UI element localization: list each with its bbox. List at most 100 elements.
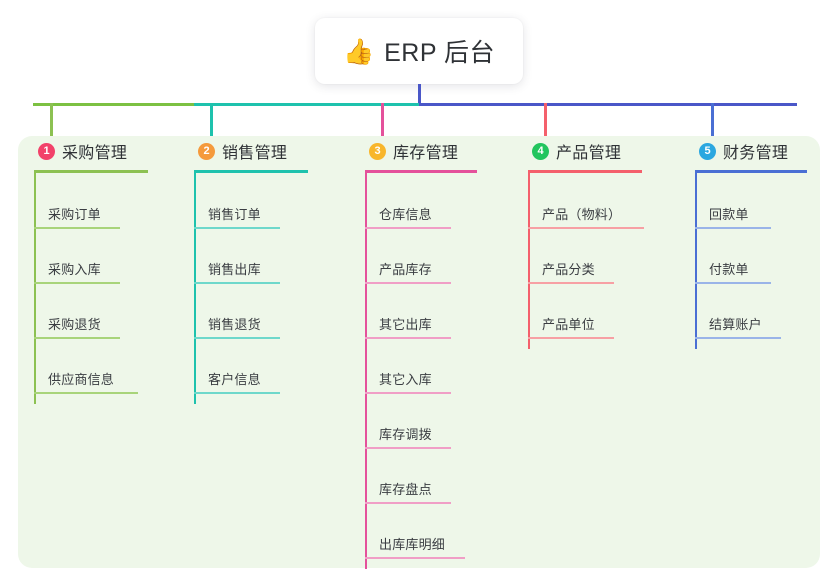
branch-column-1: 1 采购管理采购订单采购入库采购退货供应商信息	[34, 136, 148, 404]
branch-header-rule	[695, 170, 807, 173]
branch-title: 销售管理	[222, 145, 288, 162]
leaf-node[interactable]: 采购订单	[34, 201, 120, 229]
leaf-node[interactable]: 回款单	[695, 201, 771, 229]
leaf-node-rule	[365, 227, 451, 229]
leaf-node[interactable]: 库存调拨	[365, 421, 451, 449]
leaf-node-label: 产品分类	[542, 262, 595, 277]
leaf-node-label: 采购退货	[48, 317, 101, 332]
branch-header-rule	[194, 170, 308, 173]
branch-number-badge: 2	[198, 142, 215, 160]
connector-drop-3	[381, 103, 384, 138]
branch-title: 采购管理	[62, 145, 128, 162]
branch-spine	[34, 170, 36, 404]
leaf-node[interactable]: 客户信息	[194, 366, 280, 394]
leaf-node-rule	[194, 227, 280, 229]
branch-header-rule	[365, 170, 477, 173]
branch-column-4: 4 产品管理产品（物料） 产品分类产品单位	[528, 136, 644, 349]
leaf-node[interactable]: 产品分类	[528, 256, 614, 284]
leaf-node[interactable]: 出库库明细	[365, 531, 465, 559]
connector-drop-4	[544, 103, 547, 138]
branch-spine	[365, 170, 367, 569]
leaf-node-label: 采购订单	[48, 207, 101, 222]
leaf-node[interactable]: 其它入库	[365, 366, 451, 394]
leaf-node[interactable]: 采购退货	[34, 311, 120, 339]
branch-column-2: 2 销售管理销售订单销售出库销售退货客户信息	[194, 136, 308, 404]
branch-title: 产品管理	[556, 145, 622, 162]
leaf-node-rule	[695, 282, 771, 284]
leaf-node-rule	[365, 282, 451, 284]
branch-number-badge: 5	[699, 142, 716, 160]
leaf-node[interactable]: 销售出库	[194, 256, 280, 284]
leaf-node-rule	[34, 227, 120, 229]
leaf-node-rule	[695, 337, 781, 339]
leaf-node-label: 产品（物料）	[542, 207, 622, 222]
branch-number-badge: 4	[532, 142, 549, 160]
leaf-node-rule	[695, 227, 771, 229]
leaf-node-rule	[34, 282, 120, 284]
connector-drop-2	[210, 103, 213, 138]
leaf-node[interactable]: 付款单	[695, 256, 771, 284]
leaf-node-rule	[528, 282, 614, 284]
leaf-node-label: 产品库存	[379, 262, 432, 277]
branch-header-4[interactable]: 4 产品管理	[528, 136, 621, 166]
leaf-node-rule	[365, 392, 451, 394]
root-stem-connector	[418, 84, 421, 105]
leaf-node[interactable]: 采购入库	[34, 256, 120, 284]
leaf-node-rule	[365, 337, 451, 339]
leaf-node-label: 库存调拨	[379, 427, 432, 442]
leaf-node-rule	[194, 392, 280, 394]
leaf-node[interactable]: 销售退货	[194, 311, 280, 339]
root-node-title: ERP 后台	[384, 39, 496, 67]
thumbs-up-icon: 👍	[342, 37, 375, 66]
leaf-node-label: 付款单	[709, 262, 749, 277]
leaf-node[interactable]: 结算账户	[695, 311, 781, 339]
branch-header-rule	[528, 170, 642, 173]
branch-header-2[interactable]: 2 销售管理	[194, 136, 287, 166]
leaf-node[interactable]: 库存盘点	[365, 476, 451, 504]
leaf-node-label: 仓库信息	[379, 207, 432, 222]
branch-title: 库存管理	[393, 145, 459, 162]
leaf-node-label: 销售出库	[208, 262, 261, 277]
branch-header-1[interactable]: 1 采购管理	[34, 136, 127, 166]
branches-panel: 1 采购管理采购订单采购入库采购退货供应商信息 2 销售管理销售订单销售出库销售退货客…	[18, 136, 820, 569]
leaf-node-label: 结算账户	[709, 317, 762, 332]
leaf-node-rule	[365, 557, 465, 559]
leaf-node-rule	[194, 282, 280, 284]
leaf-node-rule	[34, 337, 120, 339]
root-node[interactable]: 👍 ERP 后台	[315, 18, 523, 84]
leaf-node-label: 其它入库	[379, 372, 432, 387]
connector-green-segment	[33, 103, 194, 106]
leaf-node-label: 客户信息	[208, 372, 261, 387]
connector-blue-segment	[419, 103, 797, 106]
leaf-node[interactable]: 产品单位	[528, 311, 614, 339]
branch-spine	[695, 170, 697, 349]
leaf-node-rule	[365, 502, 451, 504]
leaf-node-label: 销售退货	[208, 317, 261, 332]
connector-drop-1	[50, 103, 53, 138]
leaf-node[interactable]: 供应商信息	[34, 366, 138, 394]
leaf-node-rule	[34, 392, 138, 394]
leaf-node-label: 出库库明细	[379, 537, 446, 552]
leaf-node[interactable]: 仓库信息	[365, 201, 451, 229]
leaf-node-label: 其它出库	[379, 317, 432, 332]
leaf-node-rule	[528, 337, 614, 339]
leaf-node[interactable]: 销售订单	[194, 201, 280, 229]
branch-header-rule	[34, 170, 148, 173]
leaf-node[interactable]: 产品库存	[365, 256, 451, 284]
leaf-node[interactable]: 产品（物料）	[528, 201, 644, 229]
leaf-node-rule	[365, 447, 451, 449]
branch-spine	[194, 170, 196, 404]
leaf-node-label: 产品单位	[542, 317, 595, 332]
leaf-node-label: 供应商信息	[48, 372, 115, 387]
leaf-node-rule	[194, 337, 280, 339]
leaf-node-label: 采购入库	[48, 262, 101, 277]
leaf-node-label: 销售订单	[208, 207, 261, 222]
connector-drop-5	[711, 103, 714, 138]
leaf-node[interactable]: 其它出库	[365, 311, 451, 339]
branch-number-badge: 1	[38, 142, 55, 160]
leaf-node-label: 库存盘点	[379, 482, 432, 497]
